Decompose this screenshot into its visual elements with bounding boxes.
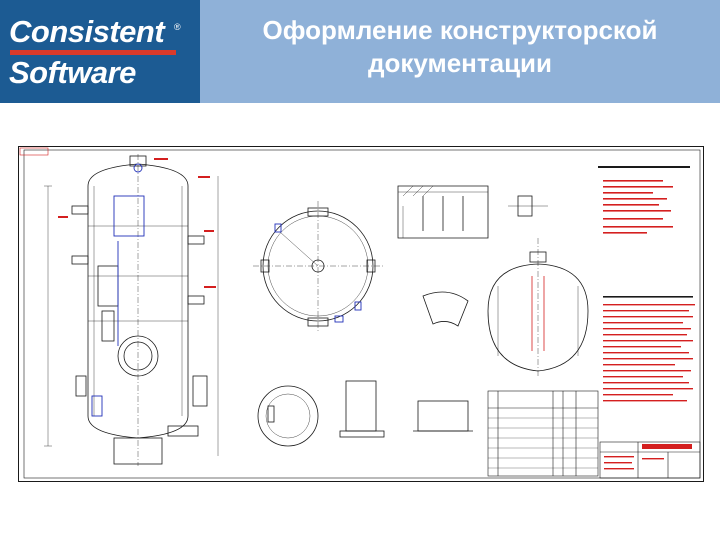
logo-text-consistent: Consistent bbox=[9, 14, 165, 49]
arc-detail bbox=[422, 291, 469, 327]
slide-header: Consistent ® Software Оформление констру… bbox=[0, 0, 720, 103]
engineering-drawing bbox=[18, 146, 704, 482]
detail-views-bottom bbox=[257, 380, 473, 447]
drawing-title-block bbox=[599, 441, 701, 479]
bill-of-materials-table bbox=[487, 390, 599, 477]
vessel-main-view bbox=[44, 154, 219, 466]
slide-title-line1: Оформление конструкторской bbox=[262, 15, 658, 45]
drawing-frame bbox=[18, 146, 704, 482]
section-view-a bbox=[253, 201, 383, 331]
drawing-inner-frame bbox=[23, 149, 701, 479]
vessel-highlight-lines bbox=[91, 163, 145, 417]
engineering-drawing-image bbox=[18, 146, 704, 482]
section-view-a-highlights bbox=[274, 223, 362, 323]
logo-registered-mark: ® bbox=[174, 22, 181, 32]
vessel-side-highlights bbox=[531, 276, 545, 351]
company-logo: Consistent ® Software bbox=[0, 0, 200, 103]
slide-title: Оформление конструкторской документации bbox=[200, 14, 720, 80]
vessel-side-view bbox=[487, 238, 589, 376]
logo-text-software: Software bbox=[9, 55, 136, 90]
vessel-annotations bbox=[58, 158, 216, 288]
logo-accent-bar bbox=[10, 50, 176, 55]
corner-stamp bbox=[19, 147, 49, 156]
technical-requirements-text bbox=[598, 166, 695, 402]
slide-title-line2: документации bbox=[367, 48, 553, 78]
detail-view-b bbox=[397, 185, 548, 239]
